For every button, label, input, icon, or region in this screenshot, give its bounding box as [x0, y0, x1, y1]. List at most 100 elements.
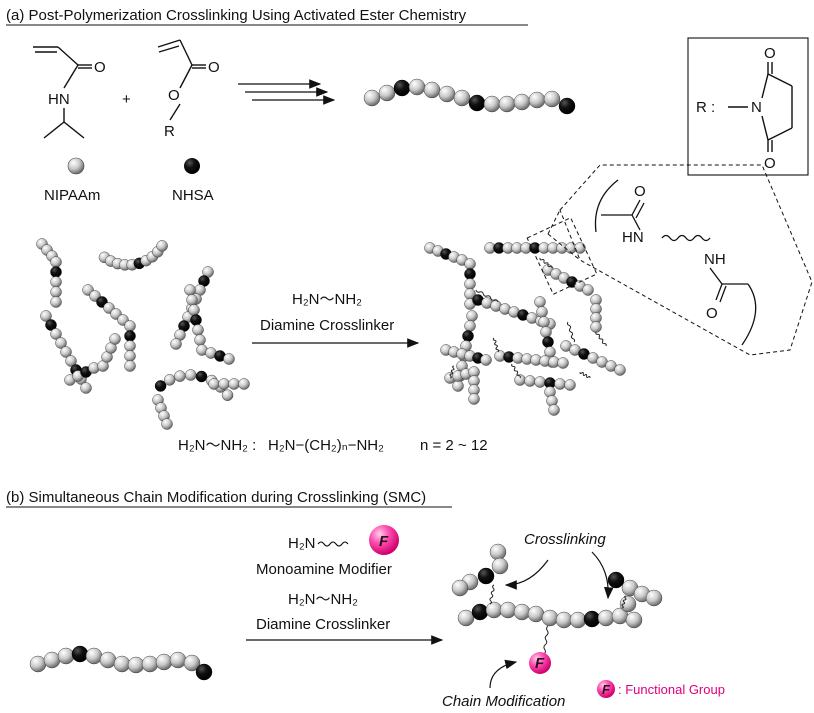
gray-bead	[625, 611, 643, 629]
r-group-label: R :	[696, 99, 715, 116]
gray-bead	[452, 380, 464, 392]
gray-bead	[223, 353, 235, 365]
crosslinking-arrow-left	[504, 559, 549, 590]
gray-bead	[170, 338, 182, 350]
attached-functional-symbol: F	[535, 655, 545, 672]
chain-length-range: n = 2 ~ 12	[420, 437, 488, 454]
gray-bead	[208, 378, 220, 390]
crosslinking-arrow-right	[591, 551, 614, 600]
gray-bead	[528, 91, 546, 109]
gray-bead	[55, 337, 67, 349]
chain-modification-arrow	[489, 659, 518, 689]
gray-bead	[534, 296, 546, 308]
crosslink-bond	[595, 331, 607, 347]
gray-bead	[184, 284, 196, 296]
gray-bead	[50, 286, 62, 298]
gray-bead	[113, 655, 131, 673]
modifier-linker	[317, 541, 349, 547]
gray-bead	[194, 334, 206, 346]
succinimide-structure	[728, 62, 793, 152]
gray-bead	[557, 357, 569, 369]
black-bead	[462, 330, 474, 342]
succinimide-oxygen-bottom: O	[764, 155, 776, 172]
gray-bead	[60, 346, 72, 358]
gray-bead	[453, 89, 471, 107]
chain-modification-label: Chain Modification	[442, 693, 565, 710]
plus-sign: +	[122, 91, 131, 108]
crosslink-bond	[475, 289, 499, 303]
gray-bead	[169, 651, 187, 669]
gray-bead	[124, 350, 136, 362]
gray-bead	[464, 278, 476, 290]
gray-bead	[127, 656, 145, 674]
gray-bead	[536, 306, 548, 318]
black-bead	[190, 314, 202, 326]
crosslink-bond-right	[621, 595, 627, 609]
nipaam-oxygen: O	[94, 59, 106, 76]
zoom-oxygen-bottom: O	[706, 305, 718, 322]
crosslinker-label-a: Diamine Crosslinker	[260, 317, 394, 334]
crosslink-bond	[511, 363, 521, 379]
gray-bead	[513, 93, 531, 111]
gray-bead	[534, 376, 546, 388]
crosslink-bond	[579, 371, 591, 379]
functional-group-icon	[369, 525, 399, 555]
gray-bead	[491, 557, 509, 575]
gray-bead	[555, 611, 573, 629]
gray-bead	[499, 601, 517, 619]
gray-bead	[124, 320, 136, 332]
nipaam-nh: HN	[48, 91, 70, 108]
gray-bead	[645, 589, 663, 607]
gray-bead	[124, 340, 136, 352]
crosslinker-definition-left: H₂N〜NH₂ :	[178, 437, 256, 454]
gray-bead	[466, 310, 478, 322]
gray-bead	[183, 654, 201, 672]
polymerization-arrows	[238, 79, 336, 105]
gray-bead	[124, 360, 136, 372]
gray-bead	[543, 90, 561, 108]
gray-bead	[174, 370, 186, 382]
gray-bead	[457, 609, 475, 627]
black-bead	[477, 567, 495, 585]
gray-bead	[238, 378, 250, 390]
polymer-beads: F	[29, 78, 663, 681]
crosslink-bond	[566, 321, 576, 343]
legend-functional-icon	[597, 680, 615, 698]
gray-bead	[564, 379, 576, 391]
gray-bead	[50, 256, 62, 268]
zoom-nh: NH	[704, 251, 726, 268]
black-bead	[583, 610, 601, 628]
gray-bead	[464, 320, 476, 332]
black-bead-icon	[184, 158, 200, 174]
nhsa-r-group: R	[164, 123, 175, 140]
gray-bead	[50, 296, 62, 308]
black-bead	[558, 97, 576, 115]
gray-bead	[524, 375, 536, 387]
gray-bead	[85, 647, 103, 665]
gray-bead	[218, 378, 230, 390]
gray-bead	[184, 369, 197, 381]
gray-bead-icon	[67, 157, 85, 175]
gray-bead	[569, 611, 587, 629]
gray-bead	[541, 609, 559, 627]
nipaam-label: NIPAAm	[44, 187, 100, 204]
gray-bead	[109, 333, 121, 345]
gray-bead	[40, 310, 52, 322]
gray-bead	[378, 84, 396, 102]
crosslinking-label: Crosslinking	[524, 531, 606, 548]
gray-bead	[363, 89, 381, 107]
gray-bead	[489, 543, 507, 561]
gray-bead	[186, 294, 198, 306]
gray-bead	[597, 609, 615, 627]
crosslinker-formula-b: H₂N〜NH₂	[288, 591, 358, 608]
gray-bead	[513, 603, 531, 621]
crosslink-bond	[449, 365, 455, 379]
legend-label: : Functional Group	[618, 682, 725, 697]
gray-bead	[538, 316, 550, 328]
nipaam-structure	[33, 46, 92, 139]
succinimide-oxygen-top: O	[764, 45, 776, 62]
gray-bead	[423, 81, 441, 99]
succinimide-nitrogen: N	[751, 99, 762, 116]
black-bead	[471, 603, 489, 621]
gray-bead	[80, 382, 92, 394]
